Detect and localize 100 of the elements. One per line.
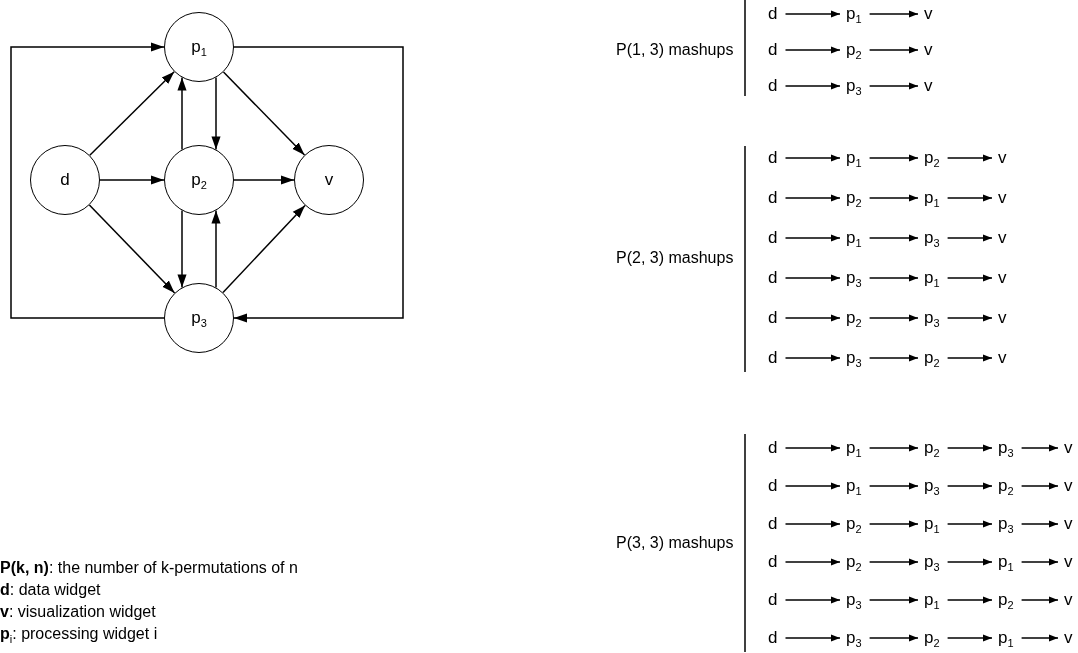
sequence-step: p$_{1}$ xyxy=(924,189,940,207)
arrow xyxy=(868,234,919,242)
arrow xyxy=(946,314,993,322)
arrow xyxy=(868,10,919,18)
arrow xyxy=(784,82,841,90)
arrow xyxy=(211,209,221,289)
sequence-step: p$_{3}$ xyxy=(998,515,1014,533)
sequence-step: p$_{1}$ xyxy=(924,515,940,533)
arrow xyxy=(868,444,919,452)
sequence-step: p$_{2}$ xyxy=(846,41,862,59)
arrow xyxy=(784,314,841,322)
arrow xyxy=(1020,558,1059,566)
sequence-step: p$_{2}$ xyxy=(846,553,862,571)
widget-circle: d xyxy=(30,145,100,215)
arrow xyxy=(868,558,919,566)
sequence-step: d xyxy=(768,309,778,327)
arrow xyxy=(946,154,993,162)
sequence-step: v xyxy=(998,349,1007,367)
sequence-step: d xyxy=(768,41,778,59)
sequence-step: v xyxy=(998,189,1007,207)
sequence-step: p$_{1}$ xyxy=(924,591,940,609)
arrow xyxy=(233,175,295,185)
key-text: d: data widget xyxy=(0,580,101,599)
arrow xyxy=(177,76,187,151)
sequence-step: v xyxy=(924,41,933,59)
arrow xyxy=(784,444,841,452)
arrow xyxy=(868,314,919,322)
arrow xyxy=(784,596,841,604)
sequence-step: d xyxy=(768,477,778,495)
arrow xyxy=(946,194,993,202)
sequence-step: p$_{2}$ xyxy=(846,189,862,207)
sequence-step: p$_{1}$ xyxy=(998,553,1014,571)
sequence-step: d xyxy=(768,629,778,647)
arrow xyxy=(946,634,993,642)
arrow xyxy=(946,354,993,362)
arrow xyxy=(233,46,404,323)
arrow xyxy=(1020,520,1059,528)
arrow xyxy=(1020,634,1059,642)
sequence-step: p$_{2}$ xyxy=(998,477,1014,495)
sequence-step: d xyxy=(768,591,778,609)
sequence-step: v xyxy=(1064,553,1073,571)
sequence-step: p$_{3}$ xyxy=(846,269,862,287)
sequence-step: v xyxy=(1064,439,1073,457)
arrow xyxy=(784,634,841,642)
arrow xyxy=(868,354,919,362)
sequence-step: p$_{3}$ xyxy=(924,553,940,571)
sequence-step: p$_{2}$ xyxy=(998,591,1014,609)
sequence-step: v xyxy=(924,5,933,23)
sequence-step: d xyxy=(768,269,778,287)
arrow xyxy=(868,520,919,528)
arrow xyxy=(222,71,306,156)
arrow xyxy=(946,444,993,452)
sequence-step: d xyxy=(768,149,778,167)
sequence-step: p$_{1}$ xyxy=(846,149,862,167)
sequence-step: p$_{3}$ xyxy=(846,629,862,647)
sequence-step: d xyxy=(768,349,778,367)
arrow xyxy=(1020,482,1059,490)
arrow xyxy=(946,482,993,490)
group-label: P(2, 3) mashups xyxy=(616,248,734,267)
sequence-step: d xyxy=(768,439,778,457)
arrow xyxy=(868,46,919,54)
sequence-step: v xyxy=(998,309,1007,327)
arrow xyxy=(946,274,993,282)
widget-circle: p$_{1}$ xyxy=(164,12,234,82)
key-text: p$_{i}$: processing widget i xyxy=(0,624,158,643)
arrow xyxy=(784,154,841,162)
sequence-step: v xyxy=(998,229,1007,247)
sequence-step: p$_{2}$ xyxy=(846,515,862,533)
arrow xyxy=(1020,444,1059,452)
sequence-step: p$_{2}$ xyxy=(846,309,862,327)
sequence-step: d xyxy=(768,5,778,23)
sequence-step: p$_{2}$ xyxy=(924,629,940,647)
arrow xyxy=(946,596,993,604)
widget-circle: p$_{2}$ xyxy=(164,145,234,215)
arrow xyxy=(784,194,841,202)
arrow xyxy=(868,154,919,162)
arrow xyxy=(222,204,306,294)
key-text: P(k, n): the number of k-permutations of n xyxy=(0,558,298,577)
arrow xyxy=(946,234,993,242)
arrow xyxy=(868,194,919,202)
group-label: P(3, 3) mashups xyxy=(616,533,734,552)
arrow xyxy=(868,82,919,90)
sequence-step: v xyxy=(1064,629,1073,647)
arrow xyxy=(211,76,221,151)
sequence-step: p$_{3}$ xyxy=(924,477,940,495)
sequence-step: d xyxy=(768,229,778,247)
sequence-step: p$_{2}$ xyxy=(924,149,940,167)
arrow xyxy=(868,596,919,604)
sequence-step: p$_{1}$ xyxy=(998,629,1014,647)
arrow xyxy=(784,274,841,282)
arrow xyxy=(784,234,841,242)
arrow xyxy=(784,354,841,362)
arrow xyxy=(868,482,919,490)
sequence-step: p$_{3}$ xyxy=(846,349,862,367)
arrow xyxy=(868,274,919,282)
arrow xyxy=(784,558,841,566)
sequence-step: p$_{3}$ xyxy=(924,309,940,327)
sequence-step: d xyxy=(768,515,778,533)
sequence-step: p$_{1}$ xyxy=(846,477,862,495)
sequence-step: p$_{1}$ xyxy=(846,229,862,247)
